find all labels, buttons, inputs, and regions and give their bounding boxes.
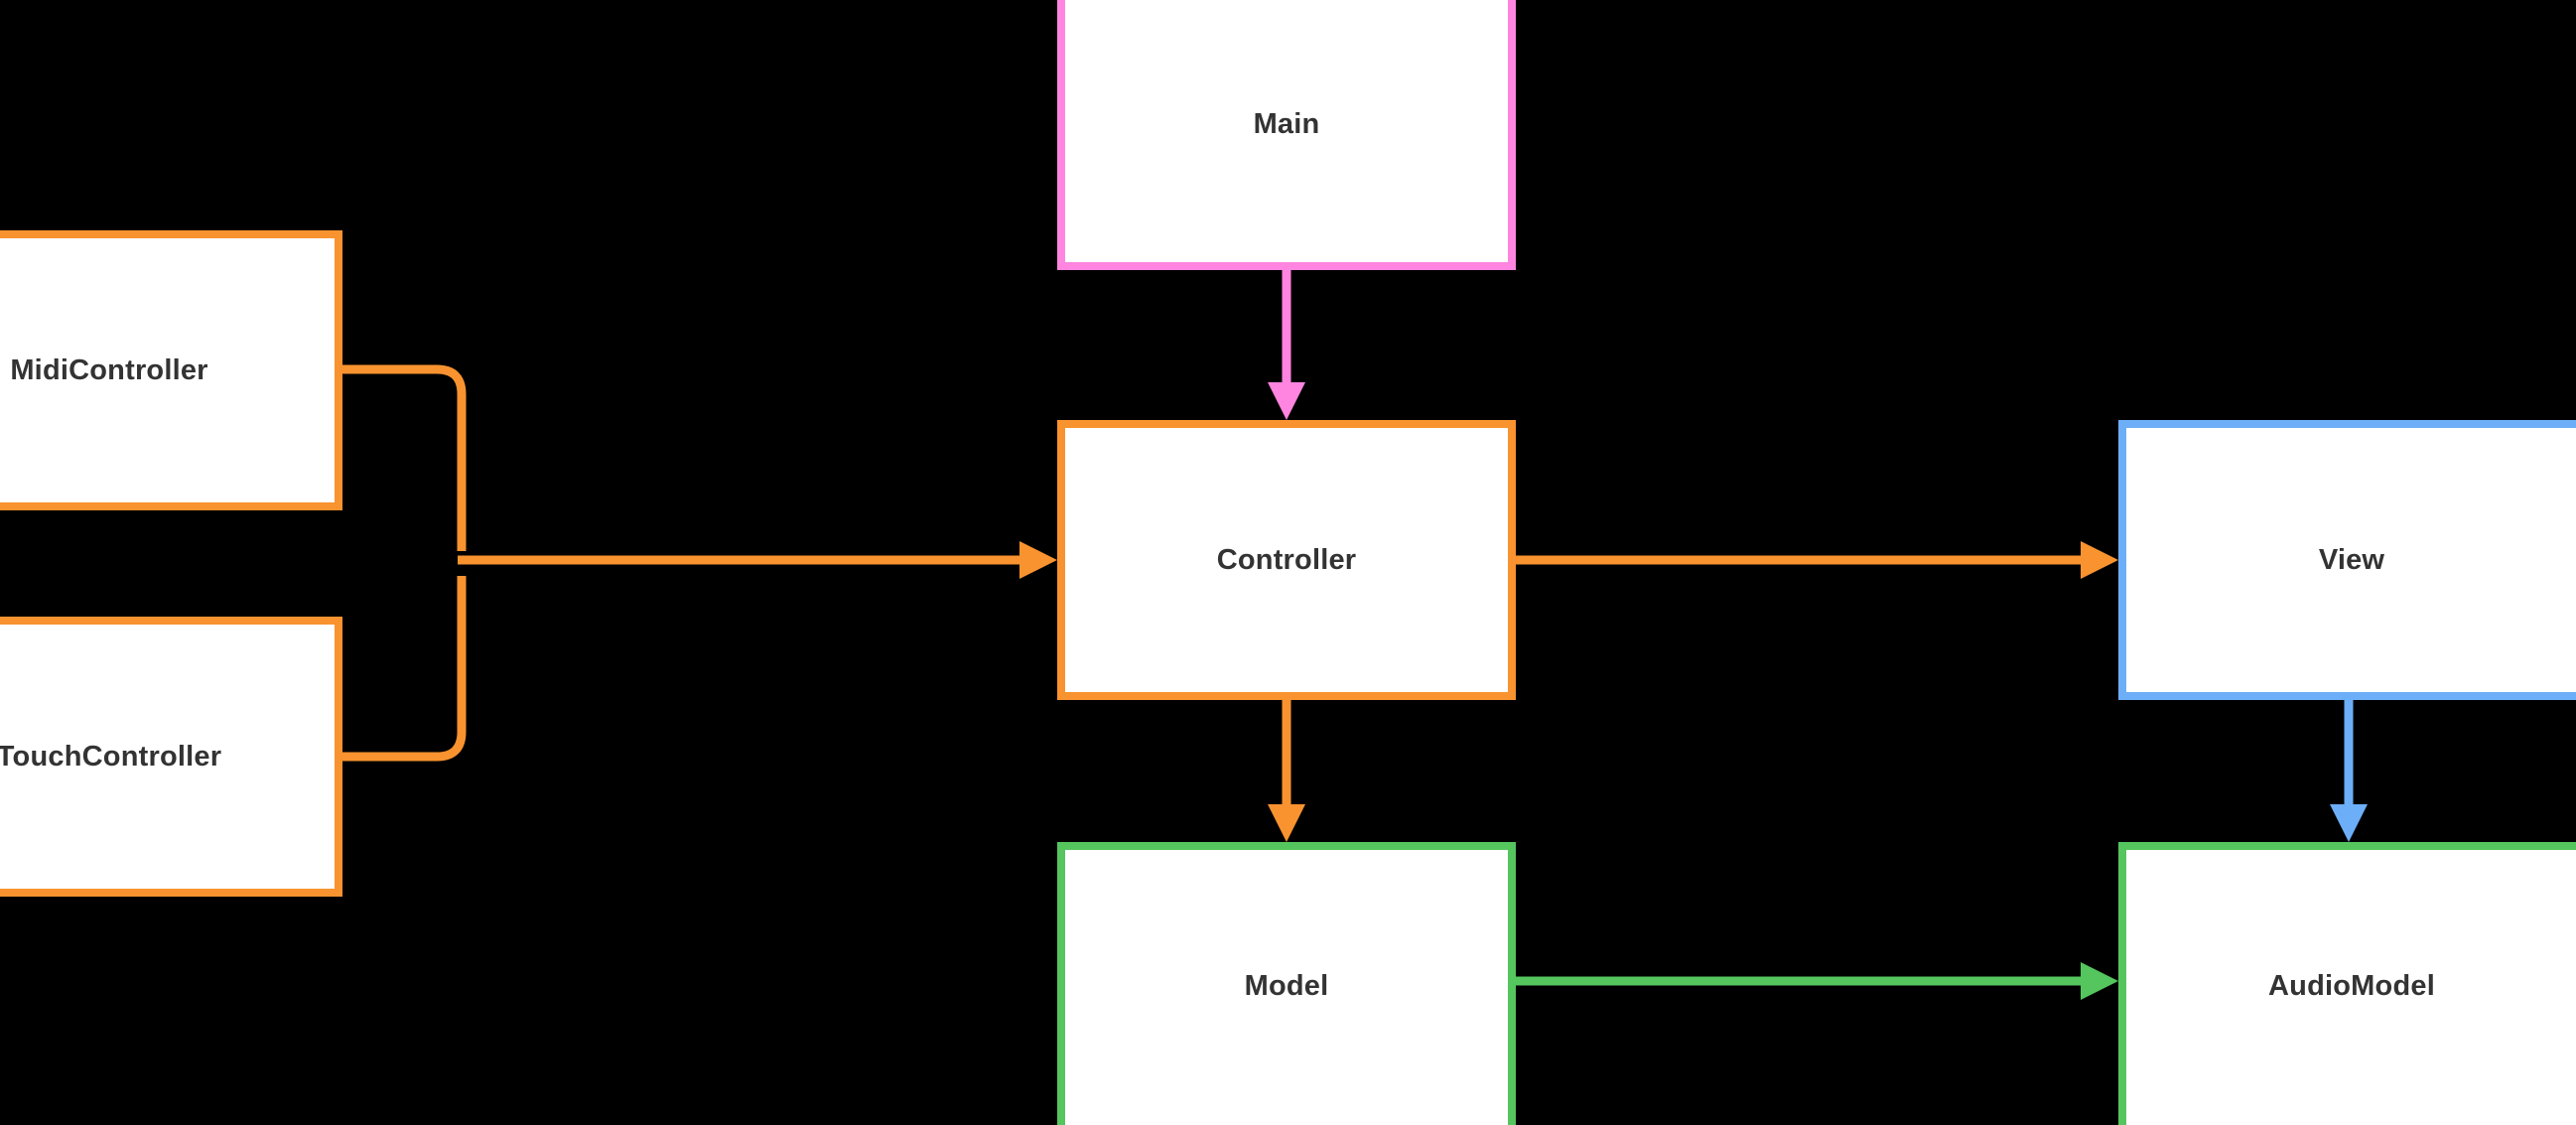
edge-controller-to-view	[1516, 541, 2118, 579]
node-label-controller: Controller	[1216, 543, 1357, 576]
node-view[interactable]: View	[2118, 420, 2576, 700]
node-label-model: Model	[1244, 969, 1329, 1002]
node-label-touch-controller: TouchController	[0, 740, 222, 773]
edge-controller-to-model	[1268, 700, 1305, 842]
node-label-main: Main	[1253, 108, 1320, 140]
node-controller[interactable]: Controller	[1057, 420, 1516, 700]
node-audio-model[interactable]: AudioModel	[2118, 842, 2576, 1125]
edge-midi-to-controller	[342, 364, 467, 551]
edge-main-to-controller	[1268, 270, 1305, 420]
node-model[interactable]: Model	[1057, 842, 1516, 1125]
edge-view-to-audiomodel	[2330, 700, 2368, 842]
node-main[interactable]: Main	[1057, 0, 1516, 270]
edge-model-to-audiomodel	[1516, 962, 2118, 1000]
node-touch-controller[interactable]: TouchController	[0, 617, 342, 897]
edge-controller-bus-to-controller	[458, 541, 1057, 579]
node-label-audio-model: AudioModel	[2268, 969, 2435, 1002]
node-label-view: View	[2318, 543, 2385, 576]
node-label-midi-controller: MidiController	[10, 353, 208, 386]
node-midi-controller[interactable]: MidiController	[0, 230, 342, 510]
edge-touch-to-controller	[342, 576, 467, 762]
